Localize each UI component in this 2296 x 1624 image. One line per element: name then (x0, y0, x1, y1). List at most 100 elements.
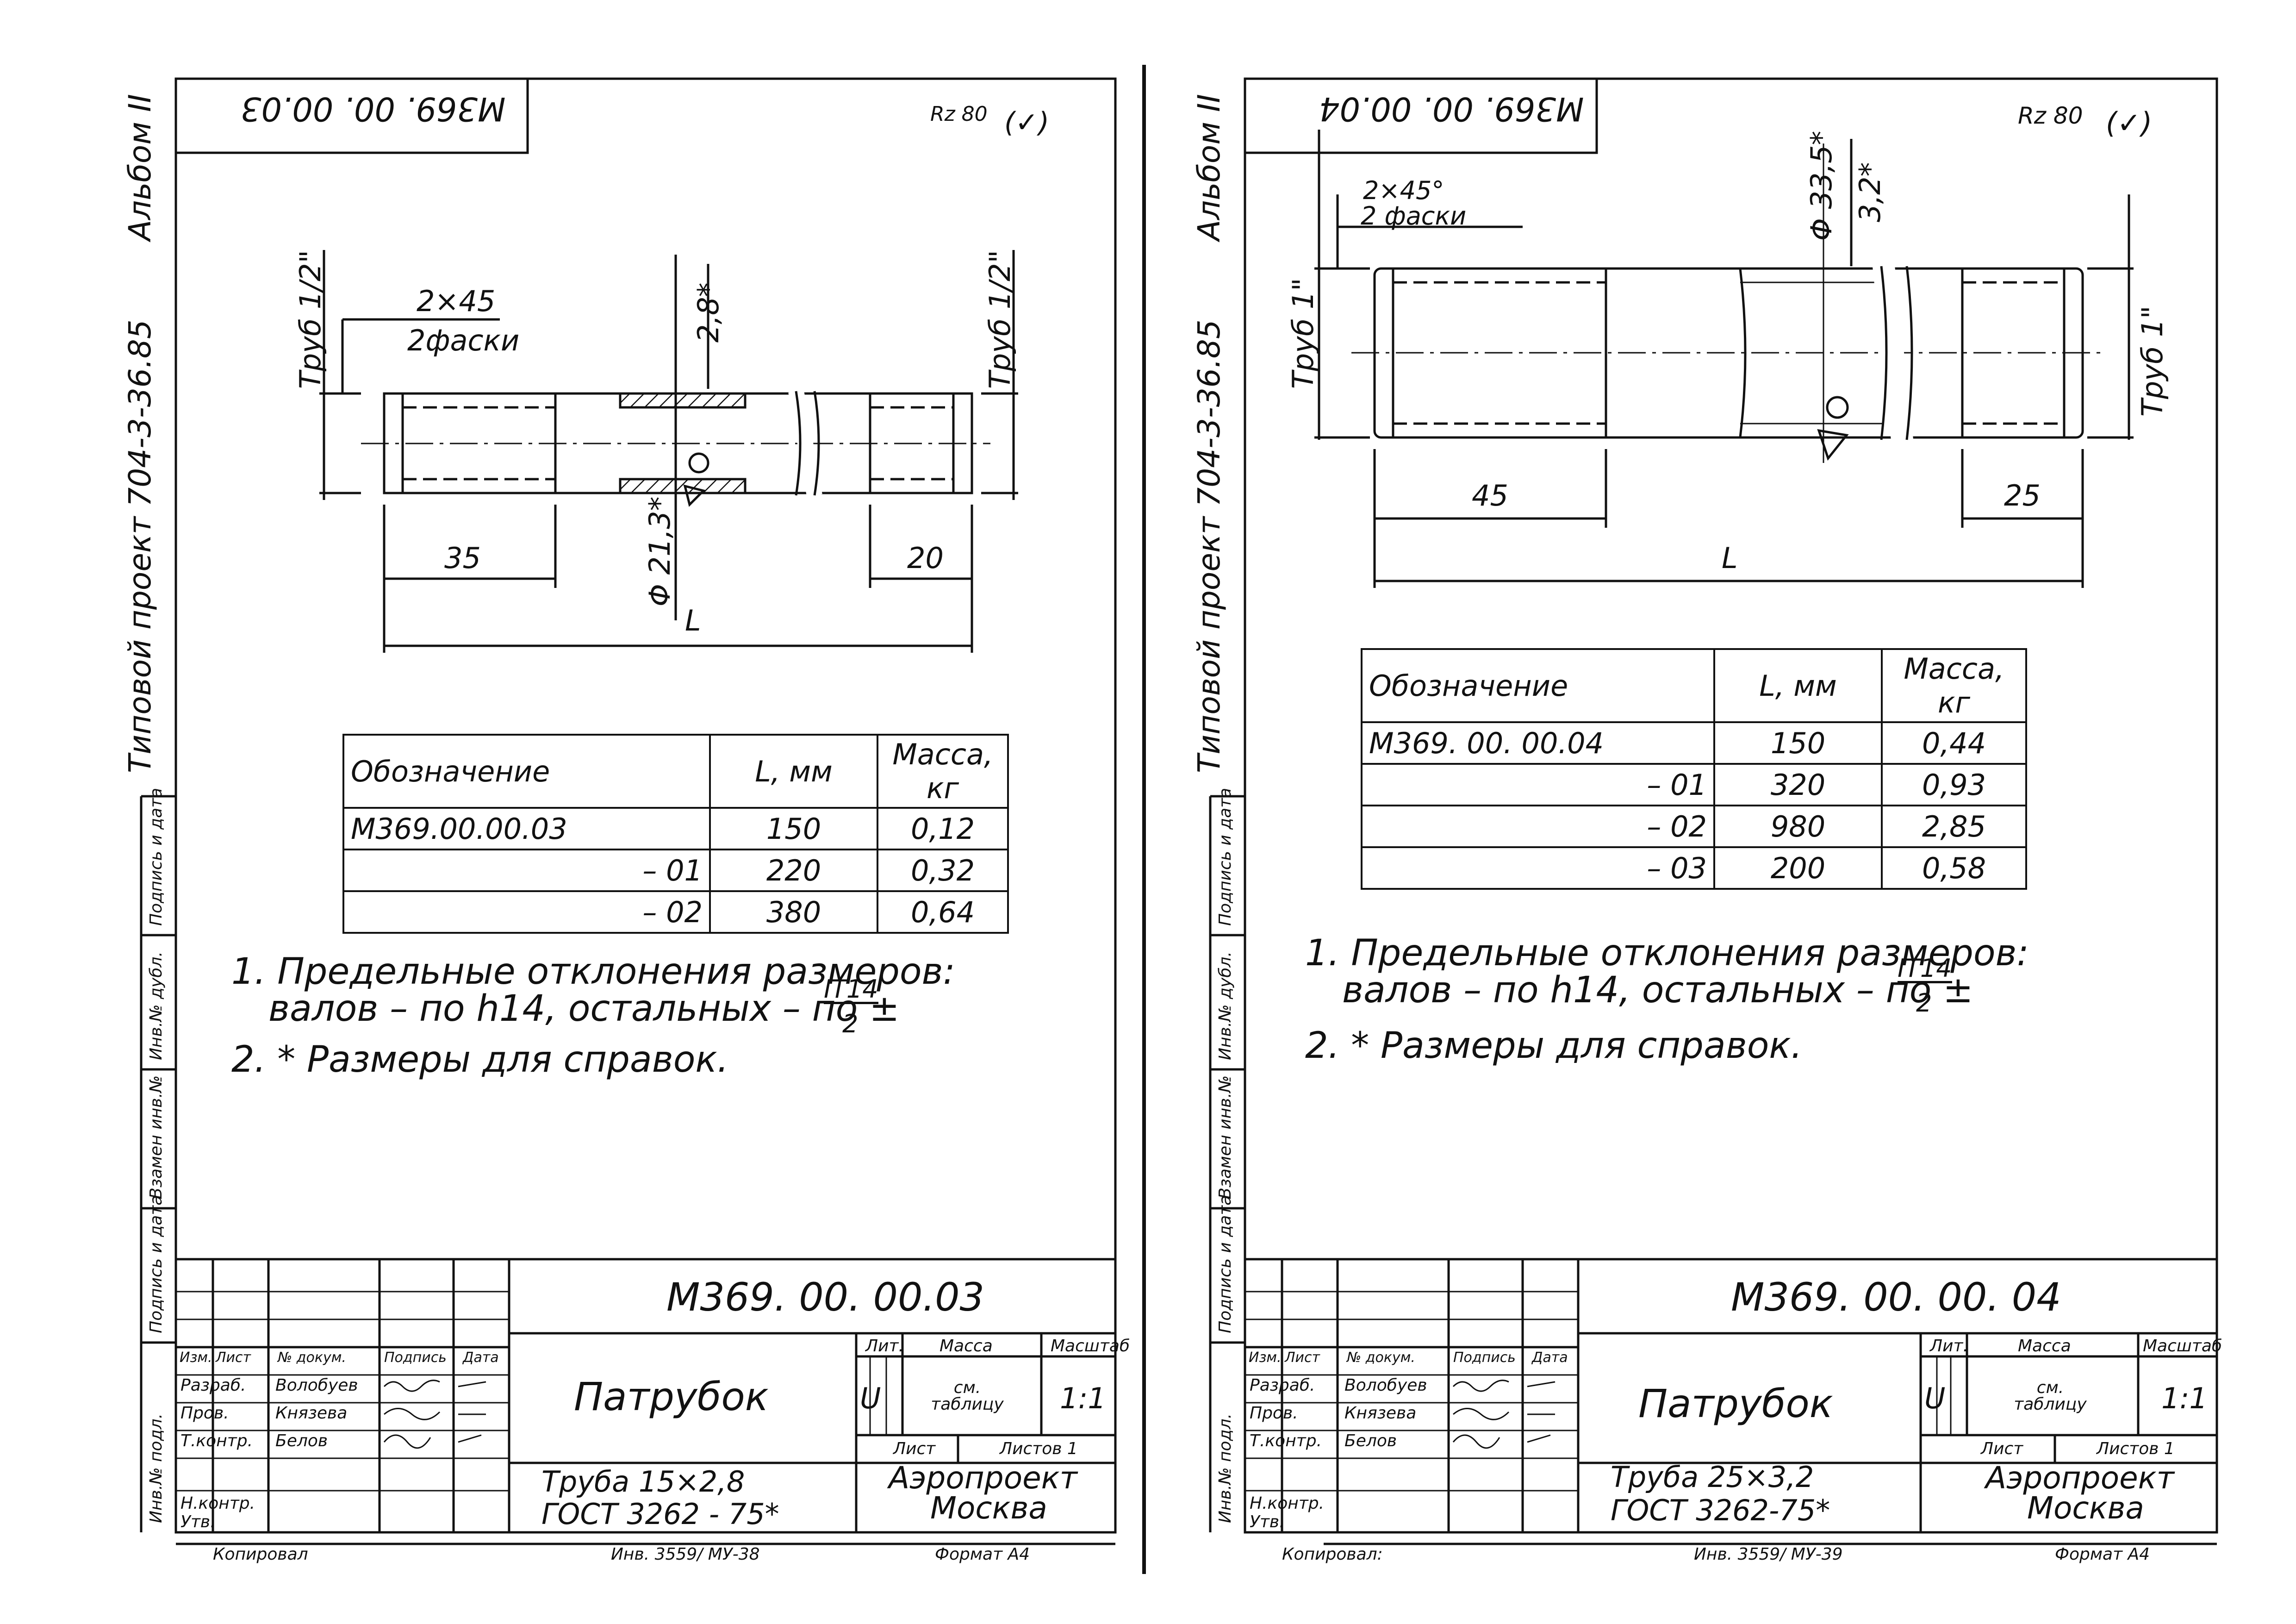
note-2: 2. * Размеры для справок. (231, 1039, 729, 1081)
person-name: Волобуев (275, 1376, 358, 1395)
variants-table: Обозначение L, мм Масса, кг M369.00.00.0… (342, 734, 1009, 934)
note-1-line-1: 1. Предельные отклонения размеров: (231, 951, 955, 993)
table-row: – 02 380 0,64 (342, 890, 1009, 934)
table-header: Масса, кг (877, 734, 1009, 809)
person-role: Утв. (180, 1512, 216, 1531)
table-cell: 0,58 (1881, 846, 2027, 890)
role-label: № докум. (278, 1349, 346, 1366)
scale-value: 1:1 (2161, 1381, 2208, 1415)
fraction-denominator: 2 (842, 1009, 859, 1038)
table-row: M369. 00. 00.04 150 0,44 (1361, 721, 2027, 765)
drawing-sheet-left: M369. 00. 00.03 Rz 80 (✓) Типовой проект… (122, 65, 1146, 1574)
roughness-symbol: (✓) (1004, 106, 1050, 139)
footer-inventory: Инв. 3559/ МУ-38 (611, 1545, 760, 1564)
footer-copied: Копировал (213, 1545, 308, 1564)
length-right: 20 (907, 541, 944, 575)
table-cell: M369.00.00.03 (342, 807, 711, 850)
length-left: 35 (444, 541, 481, 575)
lit-header: Лит. (1930, 1337, 1968, 1355)
length-total: L (1722, 541, 1738, 575)
person-role: Т.контр. (1250, 1431, 1322, 1450)
person-role: Разраб. (1250, 1376, 1315, 1395)
role-label: Лист (216, 1349, 251, 1366)
table-header: Обозначение (1361, 648, 1715, 723)
organization-city: Москва (930, 1490, 1047, 1526)
table-row: M369.00.00.03 150 0,12 (342, 807, 1009, 850)
table-cell: 150 (709, 807, 878, 850)
person-name: Волобуев (1344, 1376, 1427, 1395)
person-role: Пров. (180, 1404, 229, 1423)
material-1: Труба 15×2,8 (541, 1465, 745, 1499)
length-right: 25 (2004, 479, 2041, 512)
person-role: Н.контр. (1250, 1494, 1325, 1513)
organization: Аэропроект (1985, 1460, 2174, 1496)
chamfer-note: 2 фаски (1361, 201, 1467, 231)
sheets-header: Листов 1 (2097, 1439, 2175, 1458)
chamfer-label: 2×45° (1363, 176, 1444, 205)
table-header: L, мм (1713, 648, 1883, 723)
table-cell: 980 (1713, 805, 1883, 848)
table-header: Обозначение (342, 734, 711, 809)
role-label: Подпись (1453, 1349, 1516, 1366)
table-cell: 150 (1713, 721, 1883, 765)
chamfer-label: 2×45 (417, 284, 496, 318)
note-2: 2. * Размеры для справок. (1305, 1025, 1803, 1067)
table-cell: – 02 (342, 890, 711, 934)
organization: Аэропроект (889, 1460, 1077, 1496)
table-cell: – 02 (1361, 805, 1715, 848)
organization-city: Москва (2027, 1490, 2144, 1526)
length-total: L (685, 604, 701, 637)
table-cell: – 01 (342, 849, 711, 892)
pipe-drawing (1314, 130, 2134, 588)
table-cell: – 03 (1361, 846, 1715, 890)
person-name: Князева (275, 1404, 348, 1423)
role-label: Дата (1532, 1349, 1568, 1366)
chamfer-note: 2фаски (407, 324, 520, 357)
mass-header: Масса (2018, 1337, 2071, 1355)
variants-table: Обозначение L, мм Масса, кг M369. 00. 00… (1361, 648, 2027, 890)
fraction-numerator: IT14 (824, 974, 878, 1004)
person-role: Пров. (1250, 1404, 1298, 1423)
table-header-row: Обозначение L, мм Масса, кг (342, 734, 1009, 809)
person-role: Разраб. (180, 1376, 246, 1395)
fraction-numerator: IT14 (1898, 954, 1952, 983)
table-row: – 01 320 0,93 (1361, 763, 2027, 806)
material-1: Труба 25×3,2 (1611, 1460, 1814, 1494)
table-cell: – 01 (1361, 763, 1715, 806)
table-row: – 02 980 2,85 (1361, 805, 2027, 848)
signatures (1452, 1380, 1556, 1449)
table-cell: 0,64 (877, 890, 1009, 934)
note-1-line-2: валов – по h14, остальных – по ± (268, 988, 900, 1030)
footer-copied: Копировал: (1282, 1545, 1383, 1564)
sheet-header: Лист (893, 1439, 936, 1458)
table-cell: 2,85 (1881, 805, 2027, 848)
table-row: – 03 200 0,58 (1361, 846, 2027, 890)
scale-value: 1:1 (1060, 1381, 1106, 1415)
mass-value: см. таблицу (931, 1378, 1004, 1414)
role-label: Подпись (384, 1349, 447, 1366)
table-cell: 0,93 (1881, 763, 2027, 806)
footer-format: Формат А4 (2055, 1545, 2150, 1564)
person-name: Белов (1344, 1431, 1397, 1450)
footer-inventory: Инв. 3559/ МУ-39 (1694, 1545, 1843, 1564)
lit-header: Лит. (865, 1337, 904, 1355)
roughness-label: Rz 80 (930, 102, 988, 126)
scale-header: Масштаб (1051, 1337, 1130, 1355)
lit-value: U (1924, 1381, 1946, 1415)
table-cell: 0,44 (1881, 721, 2027, 765)
roughness-label: Rz 80 (2018, 102, 2083, 129)
sheet-header: Лист (1981, 1439, 2023, 1458)
title-block-number: M369. 00. 00. 04 (1731, 1274, 2061, 1320)
note-1-line-1: 1. Предельные отклонения размеров: (1305, 932, 2029, 974)
role-label: Лист (1285, 1349, 1320, 1366)
title-block-number: M369. 00. 00.03 (666, 1274, 984, 1320)
mass-value: см. таблицу (2014, 1378, 2087, 1414)
table-header: L, мм (709, 734, 878, 809)
part-name: Патрубок (1638, 1381, 1833, 1426)
pipe-drawing (319, 250, 1018, 653)
table-header: Масса, кг (1881, 648, 2027, 723)
table-cell: 320 (1713, 763, 1883, 806)
person-role: Н.контр. (180, 1494, 255, 1513)
table-cell: 200 (1713, 846, 1883, 890)
sheets-header: Листов 1 (1000, 1439, 1078, 1458)
